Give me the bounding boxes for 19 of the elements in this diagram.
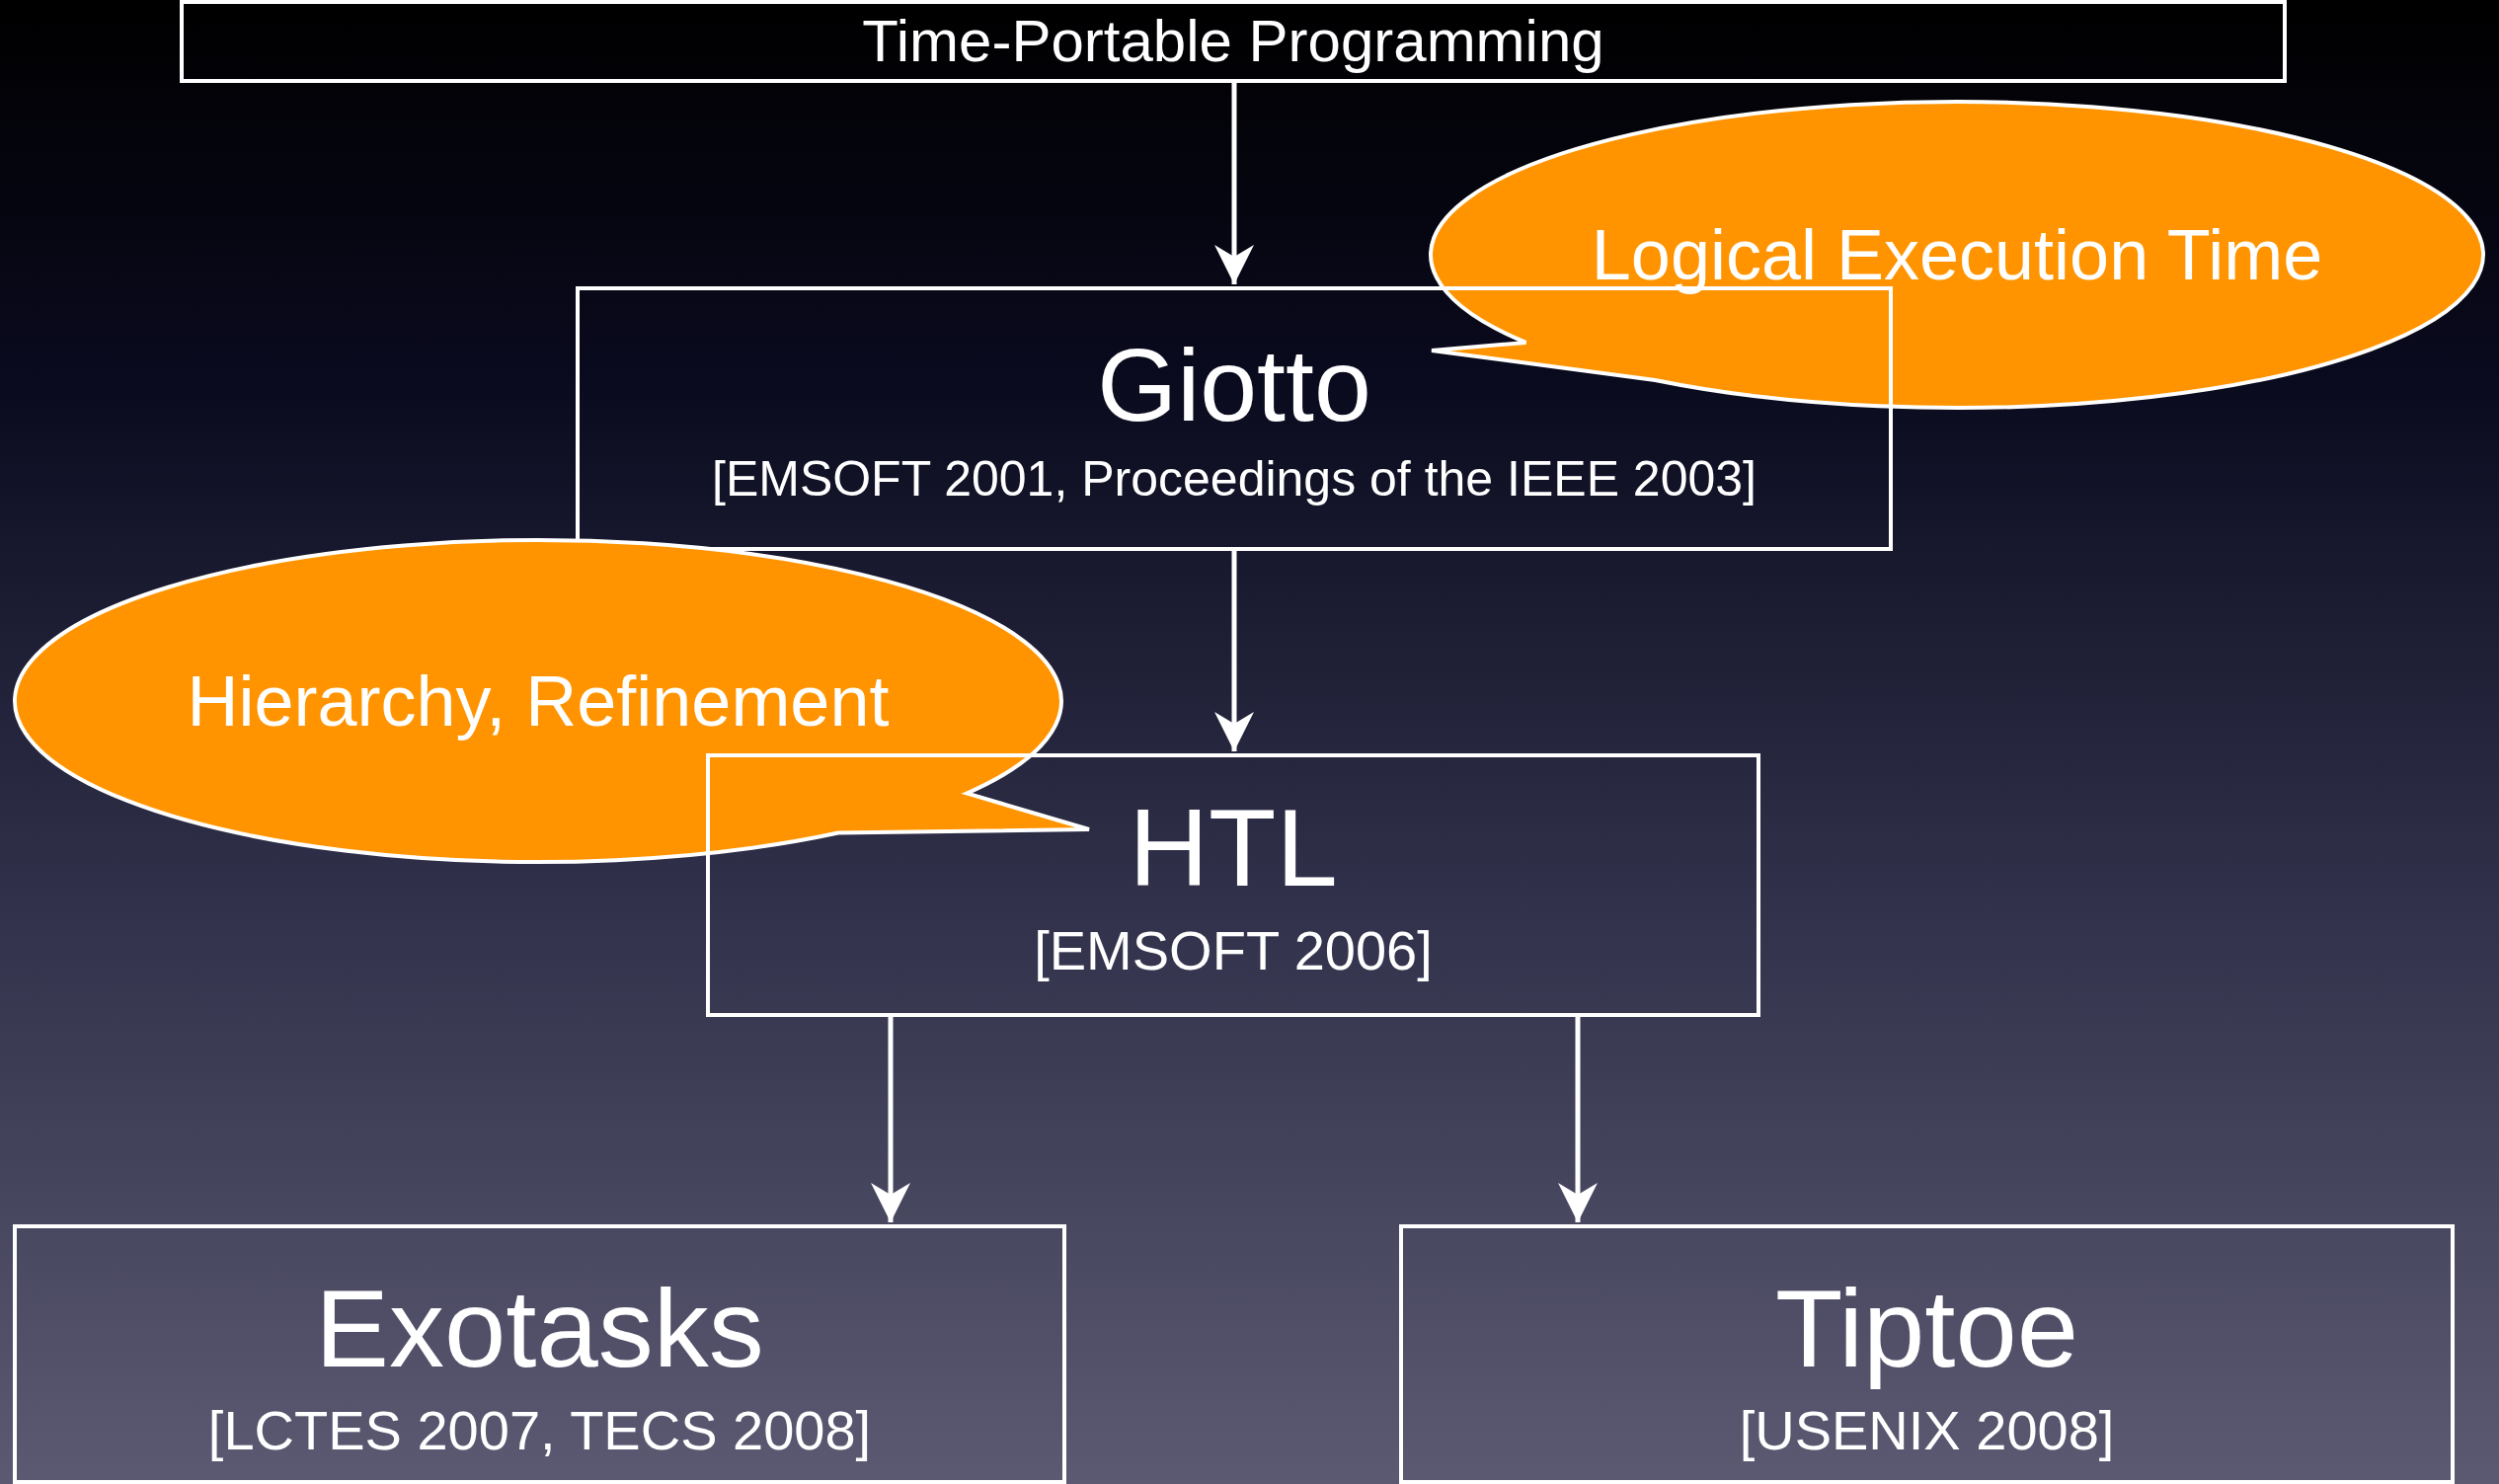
box-title: Giotto bbox=[1097, 328, 1371, 442]
arrow bbox=[1214, 551, 1254, 751]
callout-text: Hierarchy, Refinement bbox=[187, 661, 890, 742]
citation-text: [LCTES 2007, TECS 2008] bbox=[207, 1398, 872, 1464]
box-title: Exotasks bbox=[315, 1268, 764, 1390]
box-title: Tiptoe bbox=[1774, 1268, 2079, 1390]
process-box bbox=[1399, 1224, 2455, 1484]
process-box bbox=[706, 753, 1760, 1017]
box-title: Time-Portable Programming bbox=[862, 9, 1604, 74]
arrow bbox=[1558, 1017, 1598, 1222]
callout-text: Logical Execution Time bbox=[1591, 214, 2323, 295]
box-title: HTL bbox=[1129, 787, 1338, 909]
citation-text: [EMSOFT 2001, Proceedings of the IEEE 2003] bbox=[712, 450, 1757, 509]
arrow bbox=[871, 1017, 910, 1222]
process-box bbox=[180, 0, 2287, 83]
citation-text: [USENIX 2008] bbox=[1739, 1398, 2115, 1464]
process-box bbox=[13, 1224, 1066, 1484]
arrow bbox=[1214, 83, 1254, 284]
citation-text: [EMSOFT 2006] bbox=[1034, 917, 1433, 983]
